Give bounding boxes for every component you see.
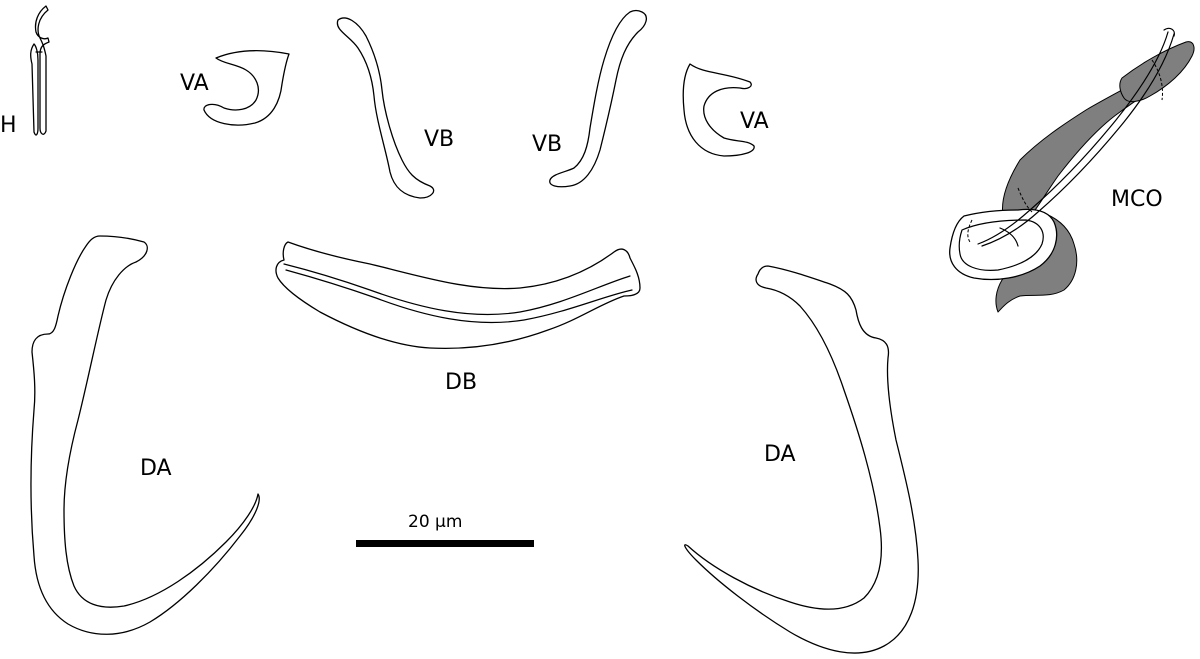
dorsal-anchor-left-label: DA <box>140 456 172 481</box>
scale-bar <box>356 540 534 547</box>
ventral-bar-left-drawing <box>336 17 435 199</box>
ventral-anchor-right-label: VA <box>740 109 769 134</box>
dorsal-bar-label: DB <box>445 370 478 395</box>
scale-bar-label: 20 µm <box>408 512 463 532</box>
dorsal-anchor-right-drawing <box>684 265 919 654</box>
ventral-anchor-right-drawing <box>682 63 755 157</box>
ventral-anchor-left-drawing <box>203 50 290 126</box>
ventral-bar-left-label: VB <box>424 127 455 152</box>
ventral-bar-right-drawing <box>549 9 648 188</box>
dorsal-bar-drawing <box>275 241 641 349</box>
ventral-anchor-left-label: VA <box>180 71 209 96</box>
hook-label: H <box>0 113 17 138</box>
mco-drawing <box>949 27 1195 313</box>
dorsal-anchor-left-drawing <box>30 235 260 635</box>
mco-label: MCO <box>1111 187 1163 212</box>
ventral-bar-right-label: VB <box>532 132 563 157</box>
dorsal-anchor-right-label: DA <box>764 442 796 467</box>
hook-drawing <box>30 5 50 136</box>
